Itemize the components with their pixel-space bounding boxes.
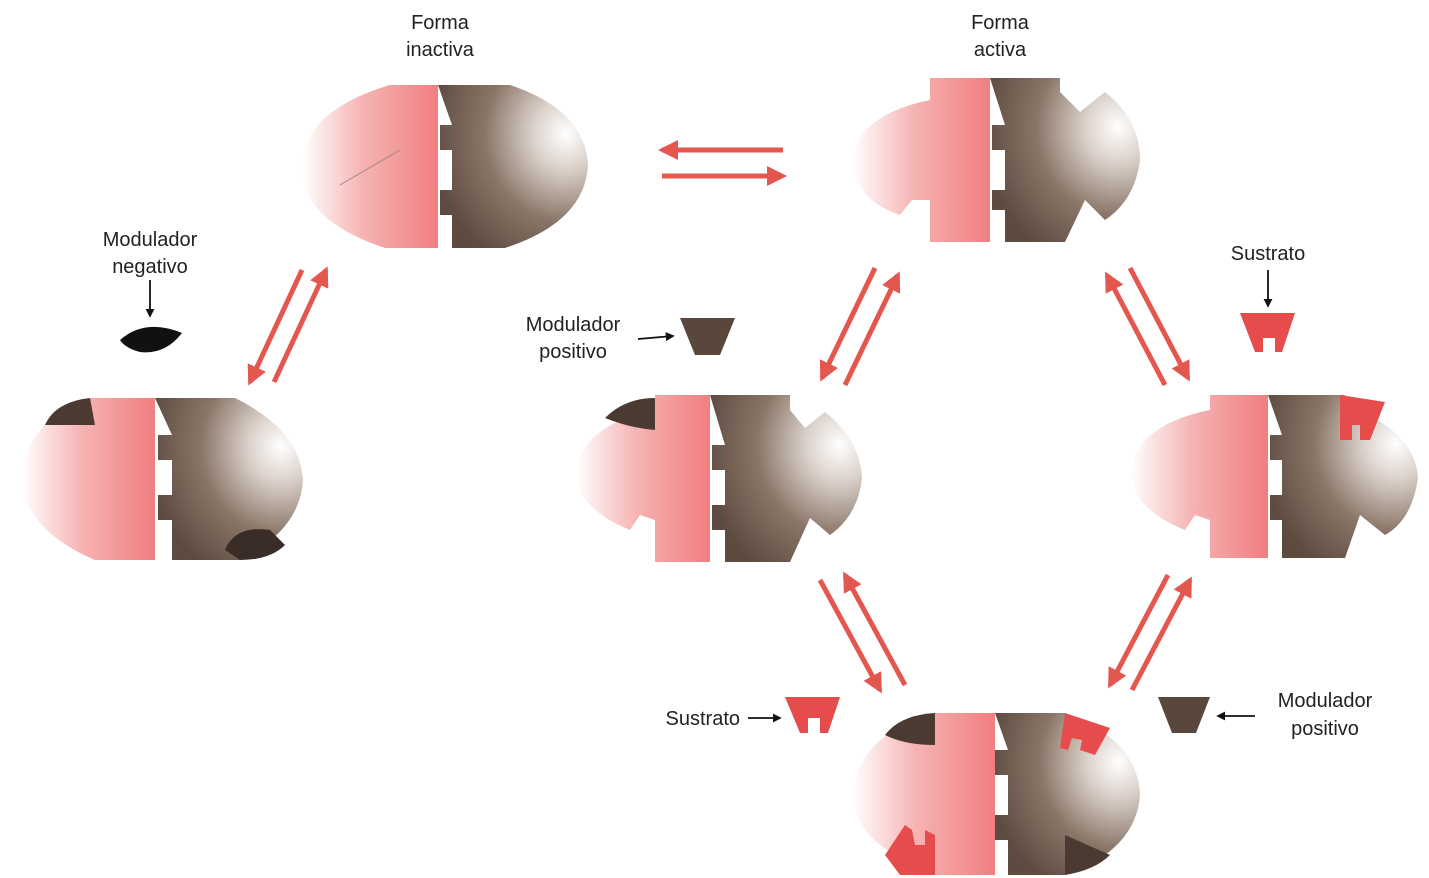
label-inactive-form-line2: inactiva — [406, 39, 475, 61]
negative-modulator — [120, 327, 182, 352]
equilibrium-arrows-inactive-negative — [250, 270, 326, 382]
enzyme-substrate-bound — [1130, 395, 1418, 558]
label-substrate-bottom: Sustrato — [666, 708, 740, 730]
label-active-form-line1: Forma — [971, 12, 1030, 34]
enzyme-inactive — [302, 85, 588, 248]
equilibrium-arrows-inactive-active — [662, 150, 783, 176]
substrate-bottom — [785, 697, 840, 733]
positive-modulator-bottom — [1158, 697, 1210, 733]
label-negative-modulator-line2: negativo — [112, 256, 188, 278]
equilibrium-arrows-positive-both — [820, 575, 905, 690]
enzyme-substrate-and-modulator-bound — [852, 713, 1140, 875]
equilibrium-arrows-active-substrate — [1107, 268, 1188, 385]
positive-modulator-mid — [680, 318, 735, 355]
substrate-right — [1240, 313, 1295, 352]
enzyme-positive-modulator-bound — [576, 395, 862, 562]
label-positive-modulator-bottom-line1: Modulador — [1278, 690, 1373, 712]
equilibrium-arrows-active-positive — [822, 268, 898, 385]
label-negative-modulator-line1: Modulador — [103, 229, 198, 251]
label-active-form-line2: activa — [974, 39, 1027, 61]
pointer-positive-modulator-mid — [638, 336, 673, 339]
equilibrium-arrows-substrate-both — [1110, 575, 1190, 690]
label-positive-modulator-mid-line1: Modulador — [526, 314, 621, 336]
enzyme-negative-modulator-bound — [22, 398, 303, 560]
enzyme-active — [852, 78, 1140, 242]
label-positive-modulator-mid-line2: positivo — [539, 341, 607, 363]
label-positive-modulator-bottom-line2: positivo — [1291, 718, 1359, 740]
label-substrate-right: Sustrato — [1231, 243, 1305, 265]
label-inactive-form-line1: Forma — [411, 12, 470, 34]
